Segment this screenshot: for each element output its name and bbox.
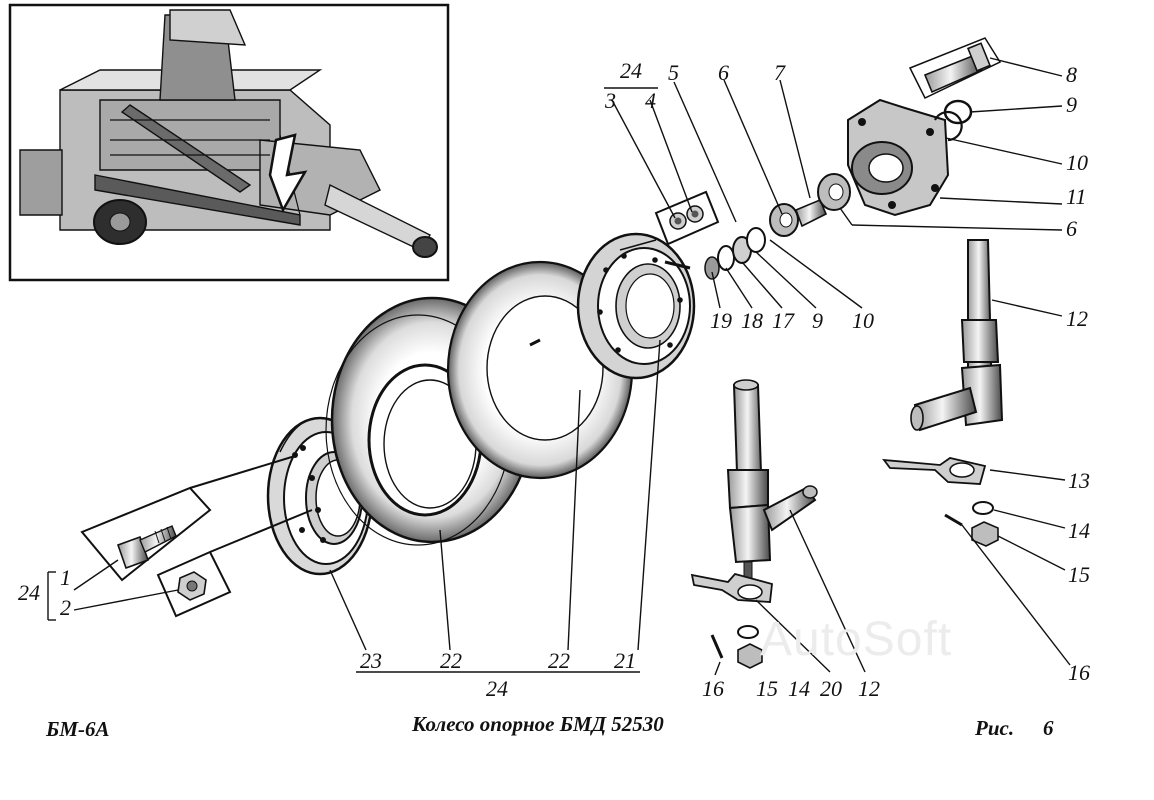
figure-title: Колесо опорное БМД 52530 <box>412 712 664 736</box>
rim-half-21 <box>576 232 696 380</box>
callout-11: 11 <box>1066 184 1086 209</box>
figure-label: Рис. <box>975 716 1015 740</box>
callout-3: 3 <box>604 88 616 113</box>
model-label: БМ-6А <box>46 717 110 741</box>
callout-10b: 10 <box>852 308 874 333</box>
watermark: AutoSoft <box>760 613 953 666</box>
axle-12-right <box>910 239 1004 432</box>
callout-22b: 22 <box>548 648 570 673</box>
callout-9b: 9 <box>812 308 823 333</box>
callout-4: 4 <box>645 88 656 113</box>
callout-5: 5 <box>668 60 679 85</box>
callout-1: 1 <box>60 565 71 590</box>
hub-parts <box>664 37 1002 280</box>
callout-22a: 22 <box>440 648 462 673</box>
callout-15a: 15 <box>1068 562 1090 587</box>
callout-8: 8 <box>1066 62 1077 87</box>
callout-19: 19 <box>710 308 732 333</box>
callout-23: 23 <box>360 648 382 673</box>
callout-14b: 14 <box>788 676 810 701</box>
bolt-group-box <box>80 455 313 618</box>
callout-15b: 15 <box>756 676 778 701</box>
machine-inset <box>8 3 450 282</box>
callout-24c: 24 <box>486 676 508 701</box>
bolt-1 <box>116 525 177 570</box>
callout-12a: 12 <box>1066 306 1088 331</box>
callout-12b: 12 <box>858 676 880 701</box>
small-parts <box>690 457 999 669</box>
callout-13: 13 <box>1068 468 1090 493</box>
callout-6b: 6 <box>1066 216 1077 241</box>
callout-20: 20 <box>820 676 842 701</box>
callout-9a: 9 <box>1066 92 1077 117</box>
callout-17: 17 <box>772 308 795 333</box>
callout-24a: 24 <box>620 58 642 83</box>
callouts: 24 3 4 5 6 7 8 9 10 11 6 12 19 18 17 9 1… <box>18 58 1090 701</box>
callout-14a: 14 <box>1068 518 1090 543</box>
callout-24b: 24 <box>18 580 40 605</box>
nut-group-box <box>619 190 720 251</box>
callout-6a: 6 <box>718 60 729 85</box>
callout-16b: 16 <box>702 676 724 701</box>
leader-lines <box>47 57 1071 676</box>
nut-2 <box>177 571 207 601</box>
callout-21: 21 <box>614 648 636 673</box>
callout-16a: 16 <box>1068 660 1090 685</box>
callout-10a: 10 <box>1066 150 1088 175</box>
axle-12-center <box>726 379 818 579</box>
figure-number: 6 <box>1043 716 1054 740</box>
callout-18: 18 <box>741 308 763 333</box>
callout-2: 2 <box>60 595 71 620</box>
callout-7: 7 <box>774 60 786 85</box>
